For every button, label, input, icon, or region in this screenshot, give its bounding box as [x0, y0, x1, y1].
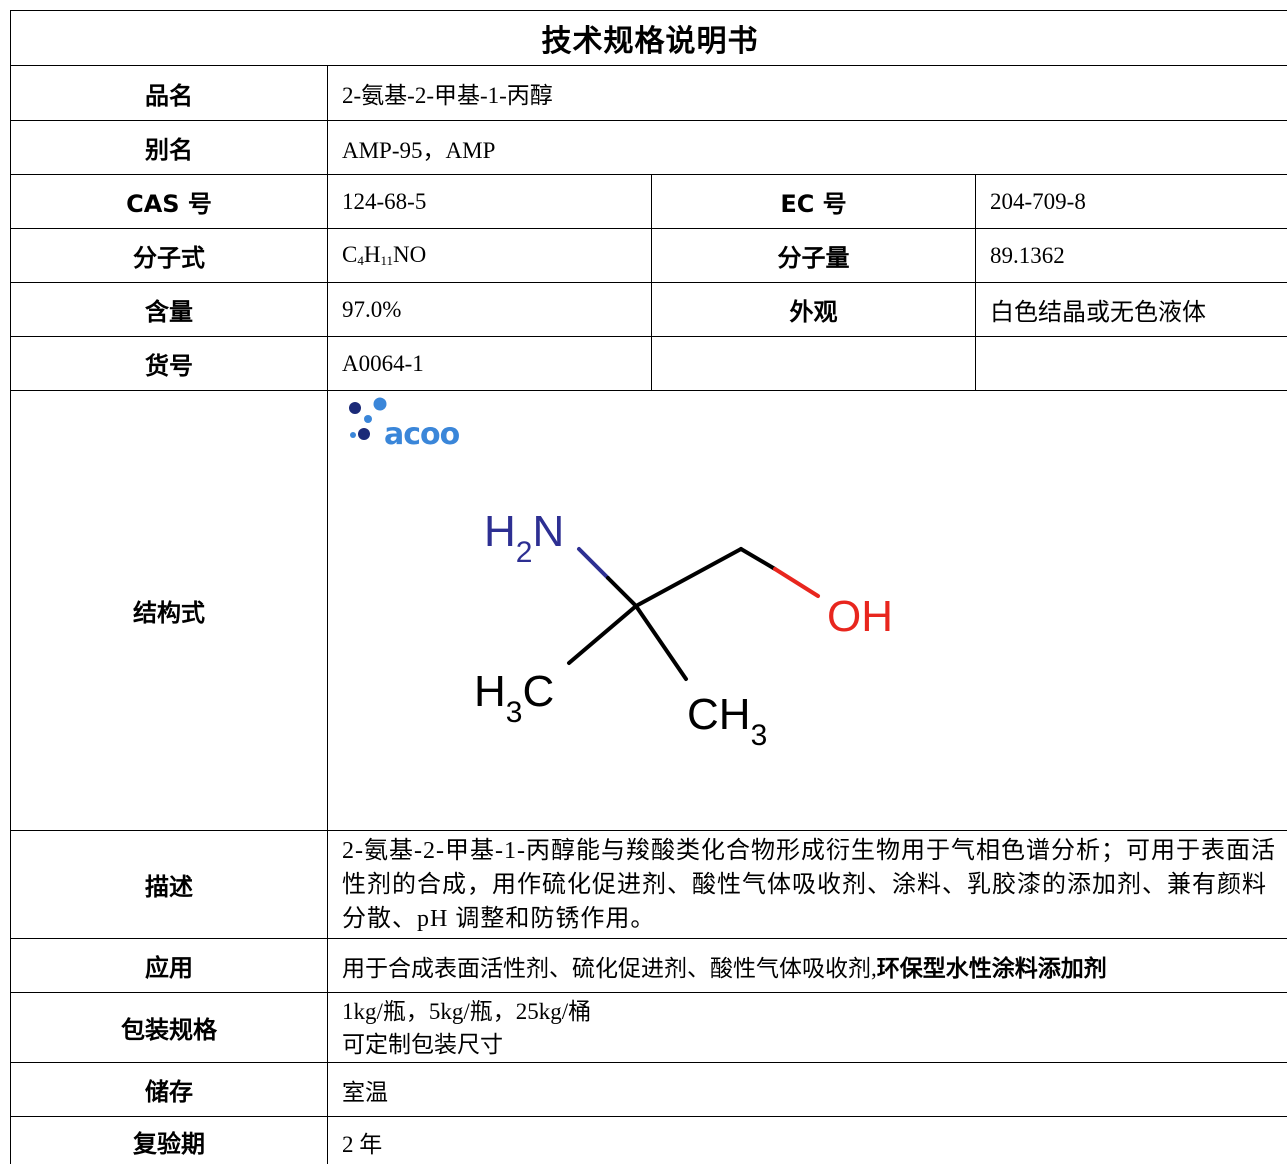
- atom-hydroxyl: OH: [827, 592, 893, 641]
- structure-drawing: acoo H2N OH H3C: [349, 397, 893, 752]
- value-ec: 204-709-8: [975, 174, 1287, 229]
- label-molecular-weight: 分子量: [651, 228, 976, 283]
- label-packaging: 包装规格: [10, 992, 328, 1063]
- formula-subscript: 4: [357, 253, 364, 268]
- title-row: 技术规格说明书: [10, 10, 1287, 66]
- value-alias: AMP-95，AMP: [327, 120, 1287, 175]
- row-description: 描述 2-氨基-2-甲基-1-丙醇能与羧酸类化合物形成衍生物用于气相色谱分析；可…: [10, 830, 1287, 939]
- label-description: 描述: [10, 830, 328, 939]
- formula-part: H: [363, 242, 381, 267]
- bond-c-methyl-left: [567, 604, 638, 665]
- label-appearance: 外观: [651, 282, 976, 337]
- value-retest: 2 年: [327, 1116, 1287, 1164]
- label-product-name: 品名: [10, 65, 328, 121]
- value-application: 用于合成表面活性剂、硫化促进剂、酸性气体吸收剂,环保型水性涂料添加剂: [327, 938, 1287, 993]
- value-description-cell: 2-氨基-2-甲基-1-丙醇能与羧酸类化合物形成衍生物用于气相色谱分析；可用于表…: [327, 830, 1287, 939]
- bond-ch2-o-carbon-half: [739, 547, 777, 571]
- formula-part: NO: [393, 242, 427, 267]
- label-purity: 含量: [10, 282, 328, 337]
- logo-dot: [358, 428, 370, 440]
- atom-methyl-right: CH3: [687, 690, 767, 752]
- logo-dot: [349, 402, 361, 414]
- logo-dot: [364, 415, 372, 423]
- empty-cell: [651, 336, 976, 391]
- value-molecular-weight: 89.1362: [975, 228, 1287, 283]
- value-product-name: 2-氨基-2-甲基-1-丙醇: [327, 65, 1287, 121]
- formula-part: C: [342, 242, 358, 267]
- application-text: 用于合成表面活性剂、硫化促进剂、酸性气体吸收剂,: [342, 955, 877, 981]
- atom-amine-h: H: [484, 507, 516, 556]
- value-description: 2-氨基-2-甲基-1-丙醇能与羧酸类化合物形成衍生物用于气相色谱分析；可用于表…: [342, 837, 1276, 932]
- label-formula: 分子式: [10, 228, 328, 283]
- label-ec: EC 号: [651, 174, 976, 229]
- label-catalog: 货号: [10, 336, 328, 391]
- application-highlight: 环保型水性涂料添加剂: [876, 955, 1107, 982]
- atom-methyl-left: H3C: [474, 667, 554, 729]
- row-formula-mw: 分子式 C4H11NO 分子量 89.1362: [10, 228, 1287, 283]
- label-storage: 储存: [10, 1062, 328, 1117]
- atom-methyl-left-subscript: 3: [506, 696, 523, 729]
- logo-dot: [373, 397, 387, 411]
- value-formula: C4H11NO: [327, 228, 652, 283]
- spec-sheet: 技术规格说明书 品名 2-氨基-2-甲基-1-丙醇 别名 AMP-95，AMP …: [10, 10, 1287, 1164]
- atom-methyl-right-subscript: 3: [751, 719, 768, 752]
- value-structure: acoo H2N OH H3C: [327, 390, 1287, 831]
- spec-table: 技术规格说明书 品名 2-氨基-2-甲基-1-丙醇 别名 AMP-95，AMP …: [10, 10, 1287, 1164]
- bond-c-methyl-right: [634, 604, 688, 681]
- label-application: 应用: [10, 938, 328, 993]
- value-packaging: 1kg/瓶，5kg/瓶，25kg/桶 可定制包装尺寸: [327, 992, 1287, 1063]
- logo-dot: [350, 432, 356, 438]
- bond-n-c-carbon-half: [606, 576, 638, 608]
- value-purity: 97.0%: [327, 282, 652, 337]
- value-catalog: A0064-1: [327, 336, 652, 391]
- value-storage: 室温: [327, 1062, 1287, 1117]
- label-alias: 别名: [10, 120, 328, 175]
- atom-amine: H2N: [484, 507, 564, 569]
- atom-methyl-left-h: H: [474, 667, 506, 716]
- empty-cell: [975, 336, 1287, 391]
- row-retest: 复验期 2 年: [10, 1116, 1287, 1164]
- atom-methyl-right-ch: CH: [687, 690, 751, 739]
- formula-subscript: 11: [380, 253, 393, 268]
- bond-n-c-nitrogen-half: [577, 547, 610, 580]
- row-catalog: 货号 A0064-1: [10, 336, 1287, 391]
- label-cas: CAS 号: [10, 174, 328, 229]
- yacoo-logo: acoo: [349, 397, 461, 452]
- atom-amine-subscript: 2: [516, 536, 533, 569]
- row-application: 应用 用于合成表面活性剂、硫化促进剂、酸性气体吸收剂,环保型水性涂料添加剂: [10, 938, 1287, 993]
- row-alias: 别名 AMP-95，AMP: [10, 120, 1287, 175]
- atom-methyl-left-c: C: [522, 667, 554, 716]
- bond-ch2-o-oxygen-half: [773, 567, 820, 598]
- logo-text: acoo: [384, 417, 460, 452]
- document-title: 技术规格说明书: [10, 10, 1287, 66]
- value-appearance: 白色结晶或无色液体: [975, 282, 1287, 337]
- atom-amine-n: N: [532, 507, 564, 556]
- value-cas: 124-68-5: [327, 174, 652, 229]
- packaging-line: 可定制包装尺寸: [342, 1031, 503, 1057]
- label-retest: 复验期: [10, 1116, 328, 1164]
- molecule-atoms: H2N OH H3C CH3: [474, 507, 893, 752]
- row-purity-appearance: 含量 97.0% 外观 白色结晶或无色液体: [10, 282, 1287, 337]
- label-structure: 结构式: [10, 390, 328, 831]
- row-product-name: 品名 2-氨基-2-甲基-1-丙醇: [10, 65, 1287, 121]
- row-storage: 储存 室温: [10, 1062, 1287, 1117]
- row-cas-ec: CAS 号 124-68-5 EC 号 204-709-8: [10, 174, 1287, 229]
- atom-hydroxyl-oh: OH: [827, 592, 893, 641]
- molecule-bonds: [567, 547, 820, 681]
- row-structure: 结构式 acoo: [10, 390, 1287, 831]
- packaging-line: 1kg/瓶，5kg/瓶，25kg/桶: [342, 998, 592, 1024]
- bond-c-ch2: [634, 547, 743, 608]
- row-packaging: 包装规格 1kg/瓶，5kg/瓶，25kg/桶 可定制包装尺寸: [10, 992, 1287, 1063]
